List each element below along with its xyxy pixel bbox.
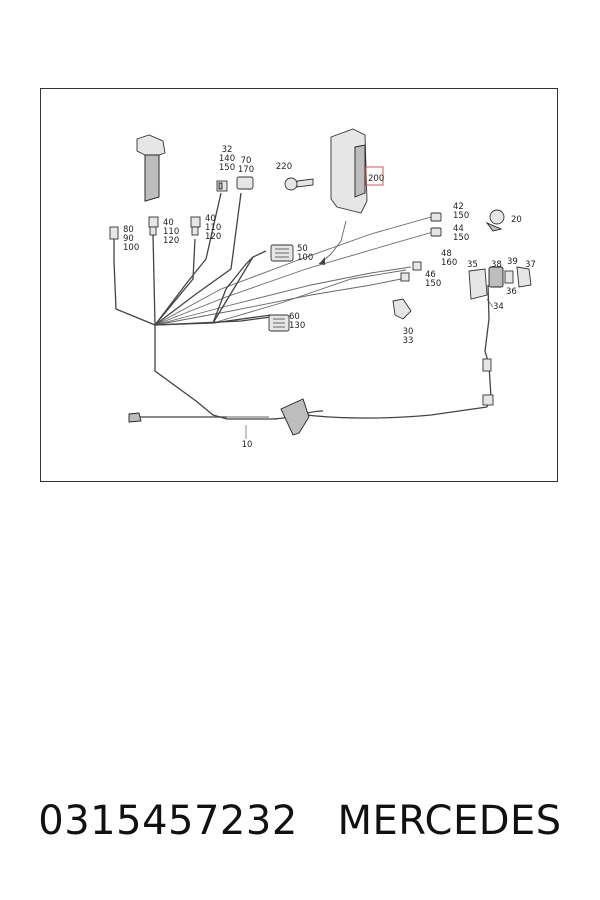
leader-lines — [245, 298, 494, 439]
part-label: 10 — [242, 440, 253, 450]
part-label: 220 — [276, 162, 292, 172]
brand-name: MERCEDES — [337, 798, 562, 844]
part-label: 20 — [511, 215, 522, 225]
harness-parts — [109, 128, 532, 436]
part-number: 0315457232 — [38, 798, 298, 844]
part-label: 35 — [467, 260, 478, 270]
part-label: 36 — [506, 287, 517, 297]
part-label: 39 — [507, 257, 518, 267]
harness-wires — [113, 192, 492, 423]
part-label-highlighted: 200 — [368, 174, 384, 184]
arrow-icon — [319, 257, 325, 265]
part-caption: 0315457232 MERCEDES — [0, 798, 600, 844]
highlight-box — [365, 166, 384, 186]
part-label: 38 — [491, 260, 502, 270]
part-label: 34 — [493, 302, 504, 312]
part-label: 37 — [525, 260, 536, 270]
